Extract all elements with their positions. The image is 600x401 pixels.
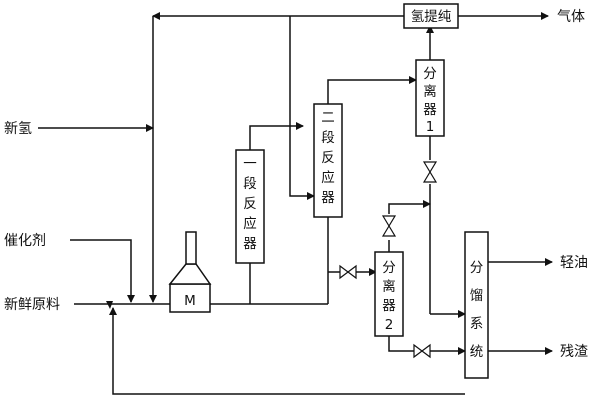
h2-to-stage2-line [289, 16, 315, 200]
reactor-stage1-char: 器 [243, 236, 257, 252]
fractionation-system: 分 馏 系 统 [464, 231, 489, 379]
separator1-char: 1 [426, 119, 435, 135]
reactor-stage2-char: 器 [321, 190, 335, 206]
valve-stage2-outlet [339, 264, 357, 280]
heating-furnace: M [168, 231, 212, 313]
separator2-char: 离 [382, 278, 396, 295]
separator1-char: 分 [423, 66, 437, 82]
separator-1: 分 离 器 1 [415, 59, 445, 137]
reactor-stage2-char: 段 [321, 130, 335, 146]
catalyst-inlet-line [70, 239, 135, 303]
valve-separator2-bottom [413, 343, 431, 359]
separator2-bottom-line [388, 336, 414, 352]
reactor-stage1: 一 段 反 应 器 [235, 149, 265, 264]
feed-junction-arrow [106, 301, 113, 309]
furnace-symbol: M [184, 293, 196, 309]
fractionation-char: 系 [470, 316, 484, 332]
separator1-char: 器 [423, 102, 437, 118]
hydrogen-purification-unit: 氢提纯 [403, 3, 459, 29]
reactor-stage2: 二 段 反 应 器 [313, 103, 343, 218]
fractionation-char: 统 [470, 344, 484, 360]
separator2-gas-line [388, 200, 431, 214]
valve-separator2-top [381, 215, 397, 237]
catalyst-label: 催化剂 [4, 233, 46, 249]
pipelines [38, 12, 553, 395]
reactor-stage1-char: 一 [243, 156, 257, 172]
bottom-recycle-line [109, 307, 465, 395]
fresh-feed-label: 新鲜原料 [4, 297, 60, 313]
separator2-char: 器 [382, 298, 396, 314]
separator2-char: 分 [382, 260, 396, 276]
reactor-stage1-char: 段 [243, 176, 257, 192]
fractionation-char: 分 [470, 260, 484, 276]
light-oil-label: 轻油 [560, 255, 588, 271]
gas-label: 气体 [557, 9, 585, 25]
reactor-stage1-char: 应 [243, 215, 257, 232]
separator1-char: 离 [423, 83, 437, 100]
stage2-to-separator1-line [327, 76, 417, 104]
stage1-to-stage2-line [249, 122, 304, 150]
separator2-char: 2 [385, 317, 394, 333]
reactor-stage2-char: 应 [321, 169, 335, 186]
h2-purification-label: 氢提纯 [411, 9, 452, 25]
valve-separator1-bottom [422, 161, 438, 183]
separator-2: 分 离 器 2 [374, 251, 404, 337]
reactor-stage1-char: 反 [243, 196, 257, 212]
reactor-stage2-char: 二 [321, 110, 335, 126]
fractionation-char: 馏 [470, 288, 484, 304]
reactor-stage2-char: 反 [321, 150, 335, 166]
new-hydrogen-label: 新氢 [4, 121, 32, 137]
residue-label: 残渣 [560, 344, 588, 360]
